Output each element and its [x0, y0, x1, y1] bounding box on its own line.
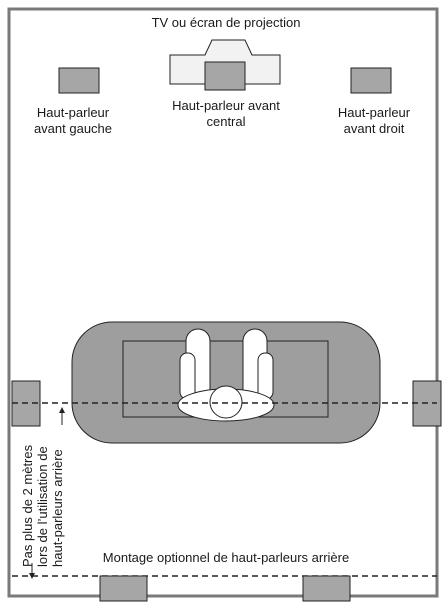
distance-arrow-up-head: [59, 407, 65, 413]
sofa: [71, 321, 381, 444]
front-center-label-line1: Haut-parleur avant: [172, 98, 280, 113]
listener-right-arm: [257, 352, 274, 400]
listener-left-arm: [179, 352, 196, 400]
front-center-speaker: [204, 61, 246, 91]
distance-note-line2: lors de l’utilisation de: [35, 446, 50, 567]
listener-head: [209, 385, 243, 419]
rear-right-speaker: [302, 575, 351, 602]
rear-mount-label: Montage optionnel de haut-parleurs arriè…: [103, 550, 349, 565]
front-right-label-line2: avant droit: [344, 121, 405, 136]
distance-note-line1: Pas plus de 2 mètres: [20, 444, 35, 567]
front-left-label-line2: avant gauche: [34, 121, 112, 136]
front-center-label-line2: central: [206, 114, 245, 129]
front-left-label-line1: Haut-parleur: [37, 105, 110, 120]
front-left-speaker: [58, 67, 100, 94]
front-right-speaker: [350, 67, 392, 94]
room-outline: [7, 7, 439, 598]
listener: [177, 328, 275, 422]
distance-note-line3: haut-parleurs arrière: [50, 449, 65, 567]
tv-screen-label: TV ou écran de projection: [152, 15, 301, 30]
rear-left-speaker: [99, 575, 148, 602]
front-right-label-line1: Haut-parleur: [338, 105, 411, 120]
